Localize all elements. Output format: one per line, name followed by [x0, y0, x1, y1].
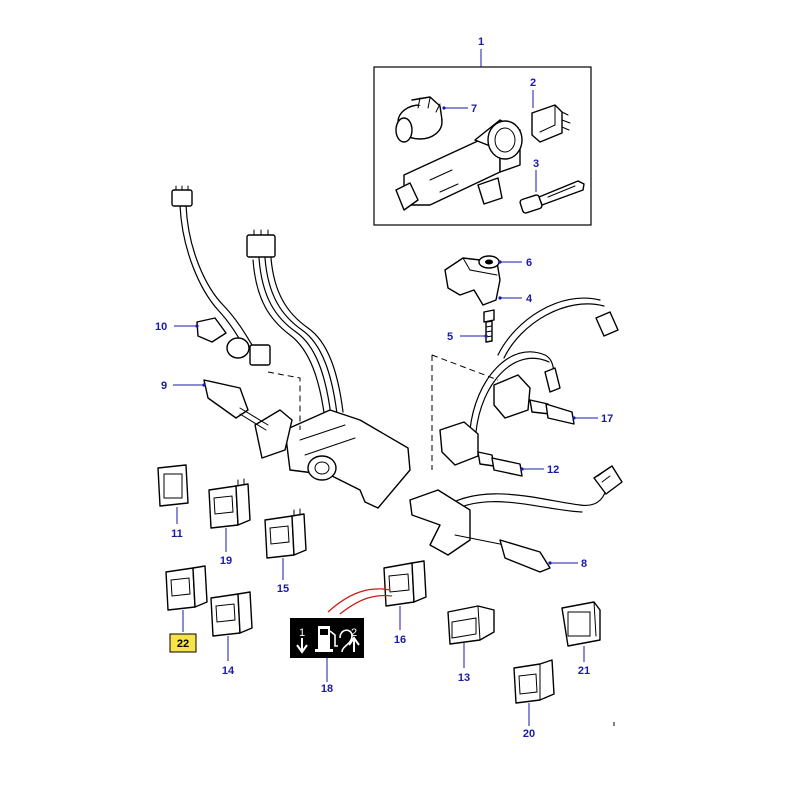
callout-6: 6	[526, 257, 532, 269]
switch-connector-part	[531, 104, 571, 143]
fuel-pump-icon	[315, 626, 338, 652]
callout-16: 16	[394, 634, 406, 646]
leader-lines	[173, 49, 598, 726]
callout-22: 22	[177, 638, 189, 650]
highlight-box-22	[169, 633, 197, 653]
fuel-tank-1-number: 1	[299, 627, 305, 639]
connector-plug-left	[171, 185, 193, 207]
callout-10: 10	[155, 321, 167, 333]
callout-3: 3	[533, 158, 539, 170]
blank-panel-11	[157, 464, 189, 507]
ignition-switch-part	[395, 96, 443, 143]
wiper-stalk-part	[203, 379, 269, 431]
callout-15: 15	[277, 583, 289, 595]
callout-11: 11	[171, 528, 183, 540]
callout-9: 9	[161, 380, 167, 392]
guide-line-right	[431, 354, 499, 470]
callout-17: 17	[601, 413, 613, 425]
right-switch-assembly	[493, 367, 575, 425]
callout-19: 19	[220, 555, 232, 567]
steering-lock-body	[395, 119, 523, 211]
indicator-line-1	[327, 588, 391, 613]
callout-5: 5	[447, 331, 453, 343]
small-connector-10	[196, 317, 271, 366]
rocker-switch-16	[383, 560, 427, 607]
callout-12: 12	[547, 464, 559, 476]
rocker-switch-19	[208, 478, 251, 529]
callout-20: 20	[523, 728, 535, 740]
callout-2: 2	[530, 77, 536, 89]
connector-plug-right	[595, 311, 619, 337]
switch-21	[561, 601, 601, 647]
callout-1: 1	[478, 36, 484, 48]
callout-14: 14	[222, 665, 235, 677]
callout-8: 8	[581, 558, 587, 570]
switch-20	[513, 659, 555, 704]
callout-13: 13	[458, 672, 470, 684]
ignition-key-part	[519, 180, 585, 214]
washer-part	[478, 255, 500, 269]
callout-18: 18	[321, 683, 333, 695]
rocker-switch-14	[210, 591, 253, 637]
ignition-switch-assembly	[373, 66, 592, 226]
indicator-line-2	[339, 594, 393, 615]
fuel-label-panel: 1 2	[290, 618, 364, 658]
rocker-switch-15	[264, 508, 307, 559]
indicator-switch-assembly	[439, 421, 523, 477]
connector-plug-top	[246, 229, 276, 258]
bolt-part	[483, 309, 495, 343]
callout-7: 7	[471, 103, 477, 115]
arrow-up-icon	[348, 636, 360, 652]
light-stalk-part	[409, 489, 551, 573]
fuel-nozzle-curl	[339, 629, 353, 653]
switch-13	[447, 605, 495, 645]
guide-line-left	[267, 371, 301, 430]
connector-plug-far-right	[593, 465, 623, 495]
fuel-tank-2-number: 2	[351, 627, 357, 639]
callout-4: 4	[526, 293, 533, 305]
column-switch-housing	[254, 409, 411, 509]
rocker-switch-22	[165, 565, 208, 611]
callout-labels: 1 2 3 4 5 6 7 8 9 10 11 12 13 14 15 16 1…	[155, 36, 613, 740]
arrow-down-icon	[296, 638, 308, 654]
callout-21: 21	[578, 665, 590, 677]
